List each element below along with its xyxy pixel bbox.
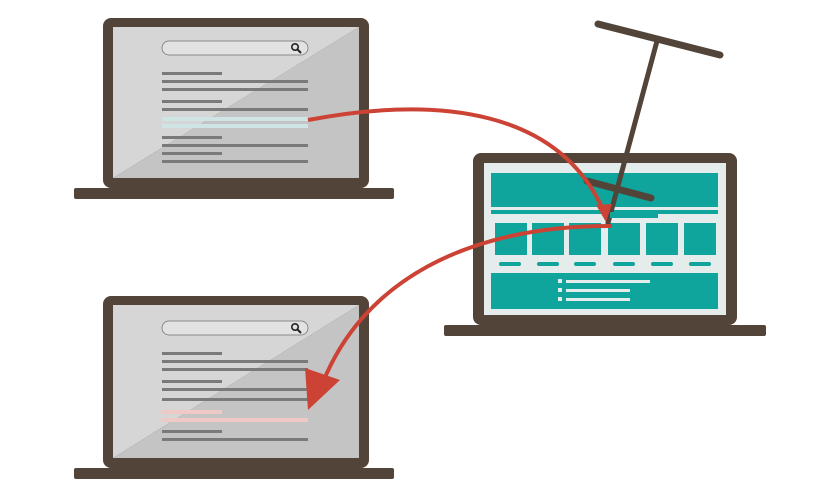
result-line: [162, 352, 222, 355]
result-line: [162, 368, 308, 371]
search-results: [162, 352, 308, 441]
result-line: [162, 430, 222, 433]
result-line: [162, 100, 222, 103]
plunger-icon: [583, 20, 724, 226]
result-line: [162, 160, 308, 163]
result-line: [162, 388, 308, 391]
site-list: [558, 279, 650, 301]
site-tile: [646, 223, 678, 255]
result-line: [162, 398, 308, 401]
result-line: [162, 80, 308, 83]
site-caption-row: [499, 262, 711, 266]
site-tile: [608, 223, 640, 255]
laptop-bottom-left: [74, 296, 394, 479]
result-line: [162, 438, 308, 441]
demoted-result: [162, 418, 308, 422]
result-line: [162, 152, 222, 155]
search-bar[interactable]: [161, 40, 309, 56]
result-line: [162, 144, 308, 147]
search-icon: [290, 42, 302, 54]
search-bar[interactable]: [161, 320, 309, 336]
demoted-result: [162, 410, 222, 414]
curved-arrow-icon: [305, 223, 613, 410]
highlighted-result: [162, 124, 308, 128]
result-line: [162, 88, 308, 91]
result-line: [162, 380, 222, 383]
search-icon: [290, 322, 302, 334]
search-results: [162, 72, 308, 163]
site-tile: [684, 223, 716, 255]
laptop-base: [74, 468, 394, 479]
screen-shade-half: [113, 27, 359, 178]
laptop-base: [74, 188, 394, 199]
laptop-top-left: [74, 18, 394, 199]
laptop-base: [444, 325, 766, 336]
result-line: [162, 136, 222, 139]
site-header: [491, 173, 718, 207]
result-line: [162, 108, 308, 111]
laptop-right: [444, 153, 766, 336]
result-line: [162, 72, 222, 75]
result-line: [162, 360, 308, 363]
curved-arrow-icon: [307, 107, 612, 222]
highlighted-result: [162, 117, 308, 121]
